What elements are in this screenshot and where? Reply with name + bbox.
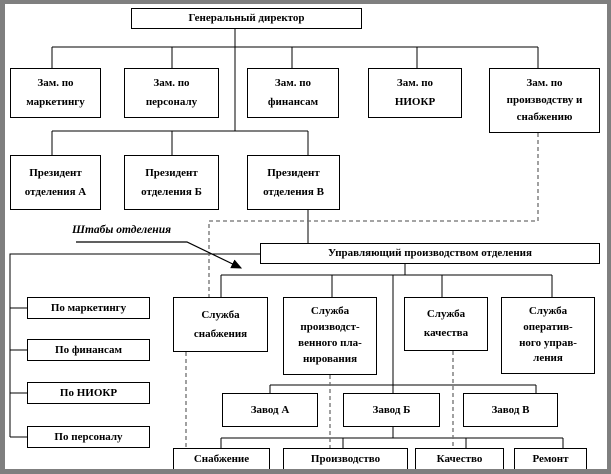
node-staff-personnel: По персоналу: [27, 426, 150, 448]
node-deputy-personnel: Зам. по персоналу: [124, 68, 219, 118]
node-service-operations: Служба оператив- ного управ- ления: [501, 297, 595, 374]
node-unit-repair: Ремонт: [514, 448, 587, 470]
node-service-quality: Служба качества: [404, 297, 488, 351]
node-unit-supply: Снабжение: [173, 448, 270, 470]
callout-label-division-staffs: Штабы отделения: [72, 224, 172, 236]
node-president-division-b: Президент отделения Б: [124, 155, 219, 210]
node-deputy-finance: Зам. по финансам: [247, 68, 339, 118]
node-general-director: Генеральный директор: [131, 8, 362, 29]
callout-arrow: [76, 241, 243, 269]
node-deputy-production-supply: Зам. по производству и снабжению: [489, 68, 600, 133]
node-unit-production: Производство: [283, 448, 408, 470]
node-staff-rnd: По НИОКР: [27, 382, 150, 404]
node-staff-marketing: По маркетингу: [27, 297, 150, 319]
node-deputy-rnd: Зам. по НИОКР: [368, 68, 462, 118]
node-unit-quality: Качество: [415, 448, 504, 470]
node-plant-a: Завод А: [222, 393, 318, 427]
node-president-division-a: Президент отделения А: [10, 155, 101, 210]
plants-tree-lines: [269, 275, 537, 393]
node-service-supply: Служба снабжения: [173, 297, 268, 352]
dashed-production-to-supply-service: [208, 133, 539, 297]
plant-units-tree-lines: [220, 427, 564, 448]
node-service-production-planning: Служба производст- венного пла- нировани…: [283, 297, 377, 375]
node-deputy-marketing: Зам. по маркетингу: [10, 68, 101, 118]
top-tree-lines: [9, 29, 564, 448]
node-plant-v: Завод В: [463, 393, 558, 427]
node-president-division-v: Президент отделения В: [247, 155, 340, 210]
node-plant-b: Завод Б: [343, 393, 440, 427]
node-division-production-manager: Управляющий производством отделения: [260, 243, 600, 264]
services-tree-lines: [220, 264, 553, 297]
node-staff-finance: По финансам: [27, 339, 150, 361]
division-staff-spine-line: [9, 253, 260, 438]
dashed-functional-links: [185, 133, 539, 448]
